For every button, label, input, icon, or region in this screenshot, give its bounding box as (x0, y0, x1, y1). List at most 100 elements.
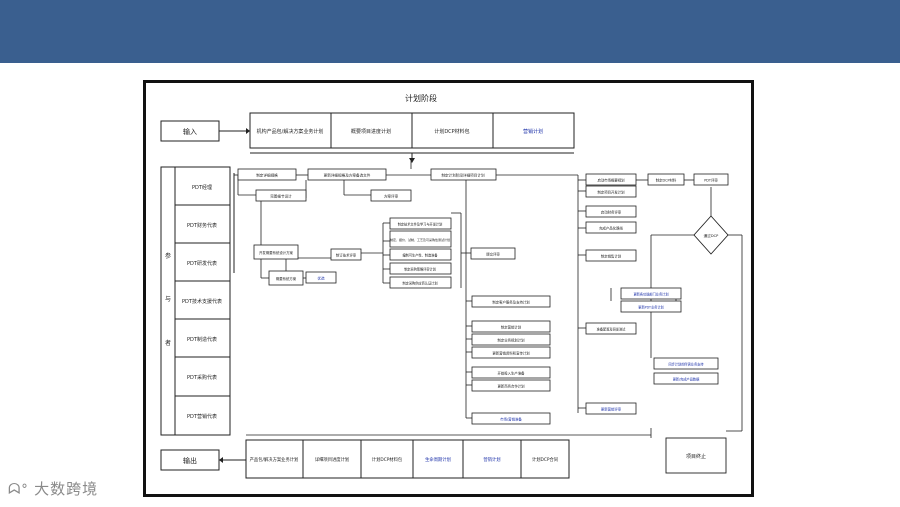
diagram-title: 计划阶段 (405, 93, 437, 103)
process-box-text: 制订技术评审 (336, 253, 357, 258)
process-box (620, 300, 682, 313)
process-box-text: 同步计划的所需业务支持 (668, 362, 704, 367)
process-box-text: 完成产品化路线 (599, 226, 623, 231)
input-group: 机构产品包/解决方案业务计划 概要项目进度计划 计划DCP材料包 营销计划 (249, 112, 575, 149)
process-box (389, 230, 452, 248)
process-box (653, 357, 719, 370)
process-box (307, 168, 387, 181)
process-box-text: 编制可生产性、制造准备 (402, 253, 438, 258)
process-box-text: 提交评审 (486, 252, 500, 257)
diagram-frame: 计划阶段 输入 机构产品包/解决方案业务计划 概要项目进度计划 计划DCP材料包… (143, 80, 754, 497)
output-box (360, 439, 414, 479)
process-box-text: 启动财务评审 (601, 210, 622, 215)
process-box-text: 市场/营销准备 (500, 417, 522, 422)
participant-label: PDT营销代表 (187, 413, 217, 420)
process-box (471, 346, 551, 359)
process-box-text: 制定业务规划计划 (497, 338, 525, 343)
process-box-text: 方案评审 (384, 194, 399, 199)
process-box-text: 更新各功能部门业务计划 (633, 292, 668, 297)
process-box-text: 制定详细规格 (256, 173, 278, 178)
process-box-text: 更新PDT业务计划 (638, 305, 663, 310)
process-box (471, 412, 551, 425)
output-box-text: 计划DCP材料包 (372, 456, 403, 463)
input-box-text: 营销计划 (523, 128, 543, 135)
participant-label: PDT研发代表 (187, 260, 217, 267)
participants-side-char: 与 (165, 295, 171, 303)
output-box (462, 439, 522, 479)
process-box (620, 287, 682, 300)
process-box (471, 333, 551, 346)
process-box-text: 开发概要系统设计方案 (259, 250, 294, 255)
input-label: 输入 (183, 127, 197, 136)
process-box (430, 168, 497, 181)
process-box-text: 优选 (317, 276, 325, 281)
process-box (647, 173, 685, 186)
watermark-text: 大数跨境 (34, 480, 99, 498)
participants-side-char: 参 (165, 252, 171, 260)
decision-text: 通过DCP (704, 233, 719, 238)
process-box (370, 189, 412, 202)
output-box (245, 439, 304, 479)
process-box (237, 168, 297, 181)
process-box-text: 更新营销资料和宣传计划 (492, 351, 530, 356)
process-box-text: 更新营销评审 (601, 407, 622, 412)
input-box (411, 112, 494, 149)
participant-label: PDT技术支援代表 (182, 298, 222, 305)
decision-diamond (693, 215, 729, 255)
participant-label: PDT财务代表 (187, 222, 217, 229)
process-box (389, 276, 452, 289)
input-bracket-arrowhead (409, 158, 415, 163)
process-box-text: 启动市场概要规划 (597, 178, 625, 183)
process-box (268, 270, 304, 286)
input-box-text: 计划DCP材料包 (434, 128, 469, 135)
process-box-text: 准备配置及研发测试 (597, 327, 626, 332)
process-box-text: 制定DCP材料 (656, 178, 677, 183)
process-box-text: 更新商务合作计划 (497, 384, 525, 389)
output-arrowhead (219, 457, 223, 463)
process-box (471, 366, 551, 379)
project-end-text: 项目终止 (686, 453, 706, 460)
flowchart: 计划阶段 输入 机构产品包/解决方案业务计划 概要项目进度计划 计划DCP材料包… (160, 93, 743, 479)
participant-rows: PDT经理 PDT财务代表 PDT研发代表 PDT技术支援代表 PDT制造代表 … (174, 166, 231, 436)
process-box (389, 217, 452, 230)
process-box (693, 173, 729, 186)
process-box (585, 173, 637, 186)
process-boxes: 制定详细规格 更新详细规格及方案备选文件 制定计划阶段详细项目计划 完善细节设计… (237, 168, 729, 425)
process-box (305, 271, 337, 284)
input-box (492, 112, 575, 149)
output-box-text: 生命周期计划 (425, 456, 451, 463)
header-bar (0, 0, 900, 63)
process-box (653, 372, 719, 385)
process-box (471, 320, 551, 333)
process-box (470, 247, 516, 260)
input-arrowhead (246, 128, 250, 134)
process-box (585, 402, 637, 415)
process-box (585, 221, 637, 234)
participant-label: PDT采购代表 (187, 374, 217, 381)
input-box-text: 概要项目进度计划 (351, 128, 391, 135)
process-box (471, 295, 551, 308)
output-box (520, 439, 570, 479)
process-box (389, 262, 452, 275)
process-box-text: 制定、报价、试制、工艺及可采购性测试计划 (390, 237, 450, 242)
process-box (330, 248, 362, 261)
participant-label: PDT制造代表 (187, 336, 217, 343)
process-box (585, 185, 637, 198)
process-box-text: 开始投入生产准备 (497, 371, 525, 376)
process-box-text: 制定销售计划 (601, 254, 622, 259)
output-box-text: 详细项目进度计划 (315, 456, 349, 463)
process-box (585, 322, 637, 335)
project-end-box (665, 437, 727, 474)
process-box (389, 248, 452, 261)
participant-label: PDT经理 (192, 184, 212, 191)
output-label: 输出 (183, 456, 197, 465)
process-box (471, 379, 551, 392)
output-box-text: 营销计划 (483, 456, 500, 463)
process-box (255, 189, 307, 202)
input-box (249, 112, 332, 149)
process-box (585, 205, 637, 218)
process-box-text: 制定技术文件及学习与开发计划 (398, 222, 443, 227)
watermark: ᗣᐤ 大数跨境 (8, 478, 98, 499)
process-box-text: 制定计划阶段详细项目计划 (441, 173, 485, 178)
input-box-text: 机构产品包/解决方案业务计划 (257, 128, 324, 135)
